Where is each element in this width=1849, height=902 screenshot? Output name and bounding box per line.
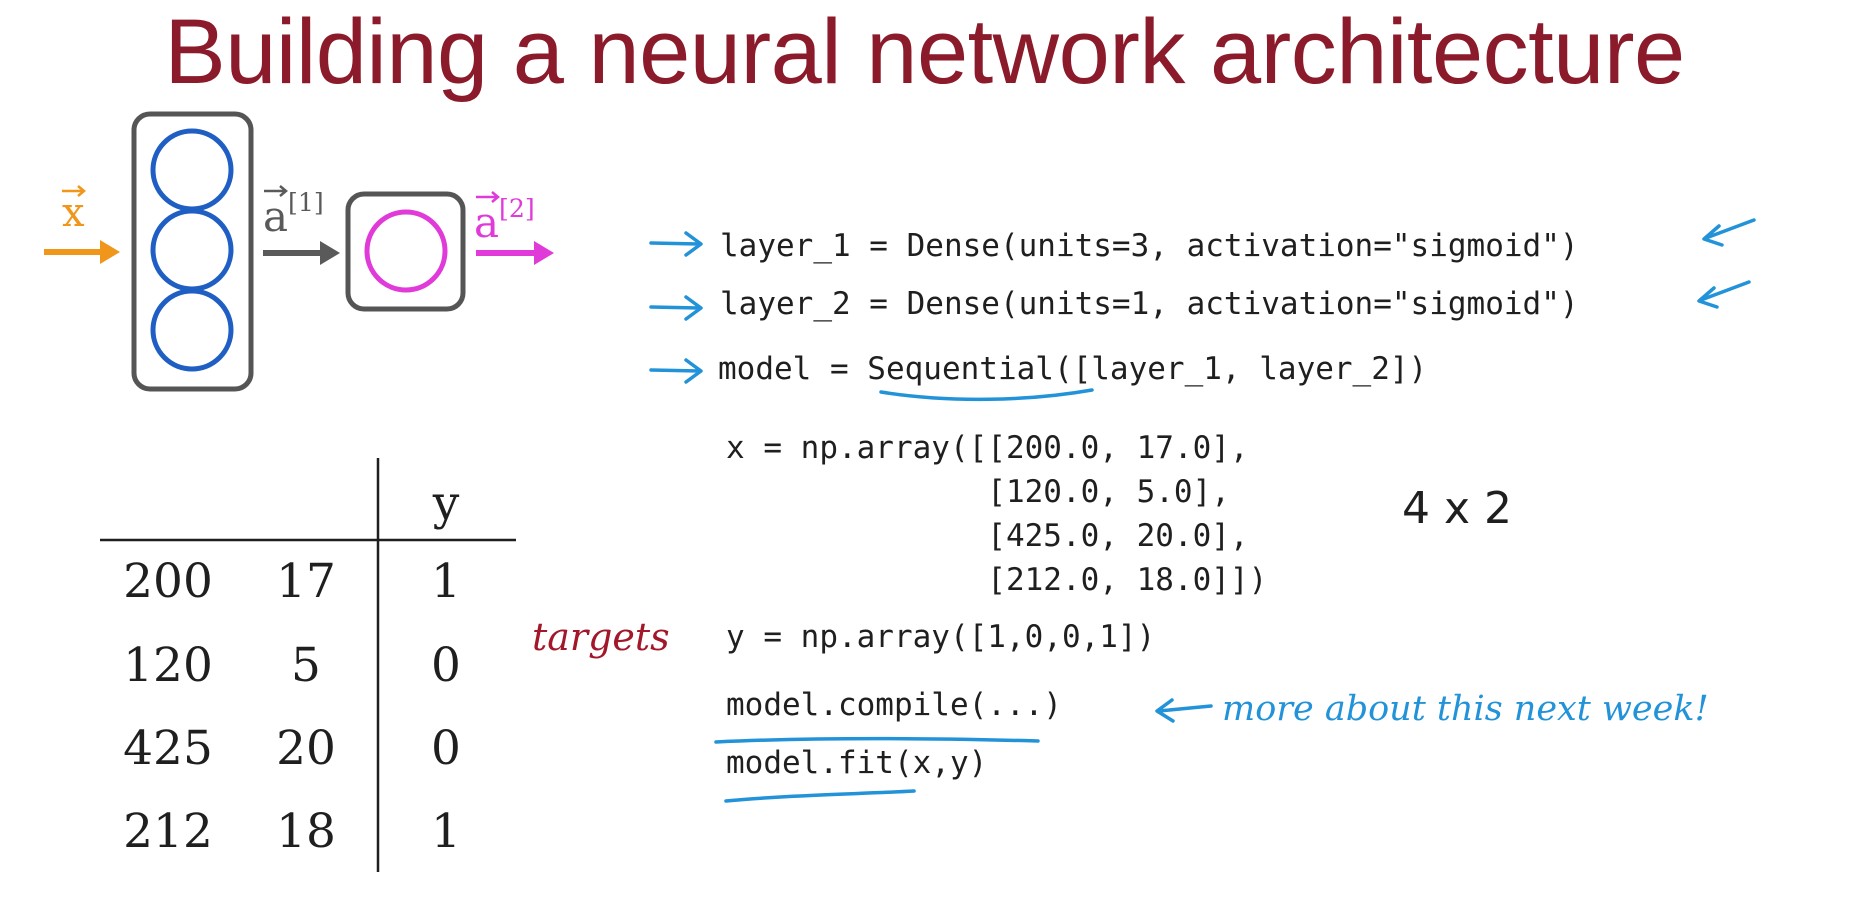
output-vector-mark bbox=[476, 191, 500, 203]
table-cell: 0 bbox=[431, 721, 461, 776]
back-arrow-layer1 bbox=[1702, 218, 1756, 247]
table-cell: 120 bbox=[123, 638, 213, 693]
code-layer-2: layer_2 = Dense(units=1, activation="sig… bbox=[720, 286, 1579, 322]
output-layer-box bbox=[345, 191, 466, 312]
hidden-unit-2 bbox=[150, 208, 234, 292]
code-compile: model.compile(...) bbox=[726, 687, 1062, 723]
code-x-line-3: [425.0, 20.0], bbox=[726, 518, 1249, 554]
table-cell: 1 bbox=[431, 554, 461, 609]
underline-fit bbox=[724, 789, 916, 803]
next-week-annotation: more about this next week! bbox=[1222, 689, 1709, 729]
table-cell: 18 bbox=[276, 804, 336, 859]
table-cell: 0 bbox=[431, 638, 461, 693]
input-arrow-head bbox=[100, 240, 120, 264]
table-cell: 5 bbox=[291, 638, 321, 693]
targets-annotation: targets bbox=[532, 615, 670, 659]
table-cell: 1 bbox=[431, 804, 461, 859]
output-activation-label: a[2] bbox=[474, 196, 535, 244]
hidden-activation-label: a[1] bbox=[263, 190, 324, 238]
table-cell: 17 bbox=[276, 554, 336, 609]
underline-compile bbox=[714, 736, 1040, 744]
table-cell: 212 bbox=[123, 804, 213, 859]
code-y-line: y = np.array([1,0,0,1]) bbox=[726, 619, 1156, 655]
table-cell: 20 bbox=[276, 721, 336, 776]
code-layer-1: layer_1 = Dense(units=3, activation="sig… bbox=[720, 228, 1579, 264]
output-unit bbox=[364, 209, 448, 293]
underline-sequential bbox=[879, 388, 1094, 402]
slide-title: Building a neural network architecture bbox=[164, 1, 1685, 103]
table-header-y: y bbox=[432, 476, 460, 531]
back-arrow-compile bbox=[1155, 698, 1213, 723]
table-cell: 200 bbox=[123, 554, 213, 609]
hidden-activation-symbol: a bbox=[263, 192, 289, 242]
output-activation-symbol: a bbox=[474, 198, 500, 248]
input-label: x bbox=[62, 190, 85, 236]
hidden-unit-1 bbox=[150, 128, 234, 212]
pointer-arrow-layer1 bbox=[649, 231, 703, 257]
code-x-line-1: x = np.array([[200.0, 17.0], bbox=[726, 430, 1249, 466]
hidden-arrow-head bbox=[320, 241, 340, 265]
code-x-line-4: [212.0, 18.0]]) bbox=[726, 562, 1268, 598]
code-x-line-2: [120.0, 5.0], bbox=[726, 474, 1230, 510]
hidden-layer-box bbox=[131, 111, 254, 392]
code-fit: model.fit(x,y) bbox=[726, 745, 988, 781]
back-arrow-layer2 bbox=[1697, 280, 1751, 309]
code-model: model = Sequential([layer_1, layer_2]) bbox=[718, 351, 1428, 387]
shape-note: 4 x 2 bbox=[1402, 483, 1512, 534]
hidden-vector-mark bbox=[264, 185, 288, 197]
pointer-arrow-model bbox=[649, 358, 703, 384]
hidden-unit-3 bbox=[150, 288, 234, 372]
output-activation-superscript: [2] bbox=[499, 194, 535, 223]
hidden-activation-superscript: [1] bbox=[288, 188, 324, 217]
table-cell: 425 bbox=[123, 721, 213, 776]
pointer-arrow-layer2 bbox=[649, 295, 703, 321]
output-arrow-head bbox=[534, 241, 554, 265]
input-vector-mark bbox=[62, 185, 86, 197]
